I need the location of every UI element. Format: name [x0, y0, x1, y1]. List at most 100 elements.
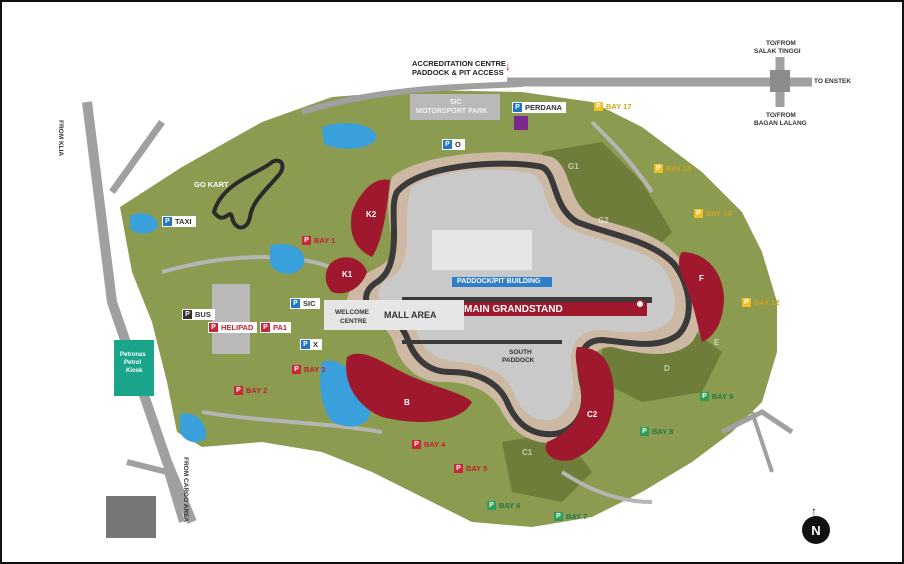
- grandstand-k1: [325, 257, 367, 294]
- road-label-enstek: TO ENSTEK: [814, 78, 852, 85]
- road-north-loop: [301, 81, 523, 115]
- parking-badge: P: [261, 323, 270, 332]
- road-label-cargo: FROM CARGO AREA: [182, 457, 189, 523]
- bay-1-label: BAY 1: [314, 236, 336, 245]
- bay-7-label: BAY 7: [566, 512, 588, 521]
- motorsport-park-label-1: SIC: [450, 99, 462, 106]
- bay-5-label: BAY 5: [466, 464, 488, 473]
- parking-badge: P: [554, 512, 563, 521]
- bay-12-label: BAY 12: [754, 298, 780, 307]
- south-paddock-label-2: PADDOCK: [502, 357, 535, 364]
- access-arrow-icon: ↓: [505, 59, 511, 73]
- grandstand-f: [679, 252, 724, 342]
- road-label-salak-2: SALAK TINGGI: [754, 48, 801, 55]
- parking-bus-label: BUS: [195, 310, 211, 319]
- parking-badge: P: [594, 102, 603, 111]
- access-title-1: ACCREDITATION CENTRE: [412, 59, 506, 68]
- zone-e: E: [714, 338, 720, 347]
- road-southeast: [720, 409, 794, 435]
- parking-badge: P: [291, 299, 300, 308]
- road-south: [126, 459, 185, 523]
- parking-badge: P: [209, 323, 218, 332]
- zone-g2: G2: [598, 216, 609, 225]
- parking-helipad-label: HELIPAD: [221, 323, 254, 332]
- main-grandstand-label: MAIN GRANDSTAND: [464, 304, 563, 315]
- bay-4-label: BAY 4: [424, 440, 446, 449]
- parking-badge: P: [234, 386, 243, 395]
- parking-badge: P: [412, 440, 421, 449]
- road-label-bagan-2: BAGAN LALANG: [754, 120, 807, 127]
- grandstand-end-marker: [635, 299, 645, 309]
- helipad-area: [212, 284, 250, 354]
- junction-box: [770, 70, 790, 92]
- parking-badge: P: [700, 392, 709, 401]
- south-paddock-label-1: SOUTH: [509, 349, 532, 356]
- zone-b: B: [404, 398, 410, 407]
- bay-17-label: BAY 17: [606, 102, 632, 111]
- main-grandstand: [457, 302, 647, 316]
- inner-road-c: [560, 470, 653, 504]
- bay-14-label: BAY 14: [706, 209, 732, 218]
- parking-badge: P: [742, 298, 751, 307]
- parking-badge: P: [694, 209, 703, 218]
- parking-badge: P: [302, 236, 311, 245]
- grandstand-k2: [351, 179, 390, 257]
- parking-taxi-label: TAXI: [175, 217, 192, 226]
- grandstand-c2: [545, 347, 614, 461]
- bay-2-label: BAY 2: [246, 386, 268, 395]
- parking-perdana-label: PERDANA: [525, 103, 563, 112]
- lake-north: [322, 123, 377, 149]
- zone-g1: G1: [568, 162, 579, 171]
- zone-k1: K1: [342, 270, 353, 279]
- zone-d: D: [664, 364, 670, 373]
- zone-c1: C1: [522, 448, 533, 457]
- perdana-block: [514, 116, 528, 130]
- welcome-centre-label-1: WELCOME: [335, 309, 369, 316]
- petronas-label-2: Petrol: [124, 360, 142, 366]
- bay-8-label: BAY 8: [652, 427, 674, 436]
- lake-mid: [270, 244, 305, 274]
- parking-badge: P: [301, 340, 310, 349]
- petronas-label-3: Kiosk: [126, 368, 143, 374]
- parking-badge: P: [487, 501, 496, 510]
- parking-badge: P: [163, 217, 172, 226]
- zone-c2: C2: [587, 410, 598, 419]
- parking-badge: P: [183, 310, 192, 319]
- parking-badge: P: [292, 365, 301, 374]
- road-southeast-2: [750, 411, 774, 473]
- lake-west: [130, 213, 158, 234]
- cargo-block: [106, 496, 156, 538]
- paddock-label-bar: [452, 277, 552, 287]
- road-branch-west: [109, 119, 165, 195]
- inner-road-d: [590, 120, 654, 194]
- parking-badge: P: [513, 103, 522, 112]
- parking-badge: P: [640, 427, 649, 436]
- bay-6-label: BAY 6: [499, 501, 521, 510]
- parking-badge: P: [443, 140, 452, 149]
- bay-15-label: BAY 15: [666, 164, 692, 173]
- paddock-building: [432, 230, 532, 270]
